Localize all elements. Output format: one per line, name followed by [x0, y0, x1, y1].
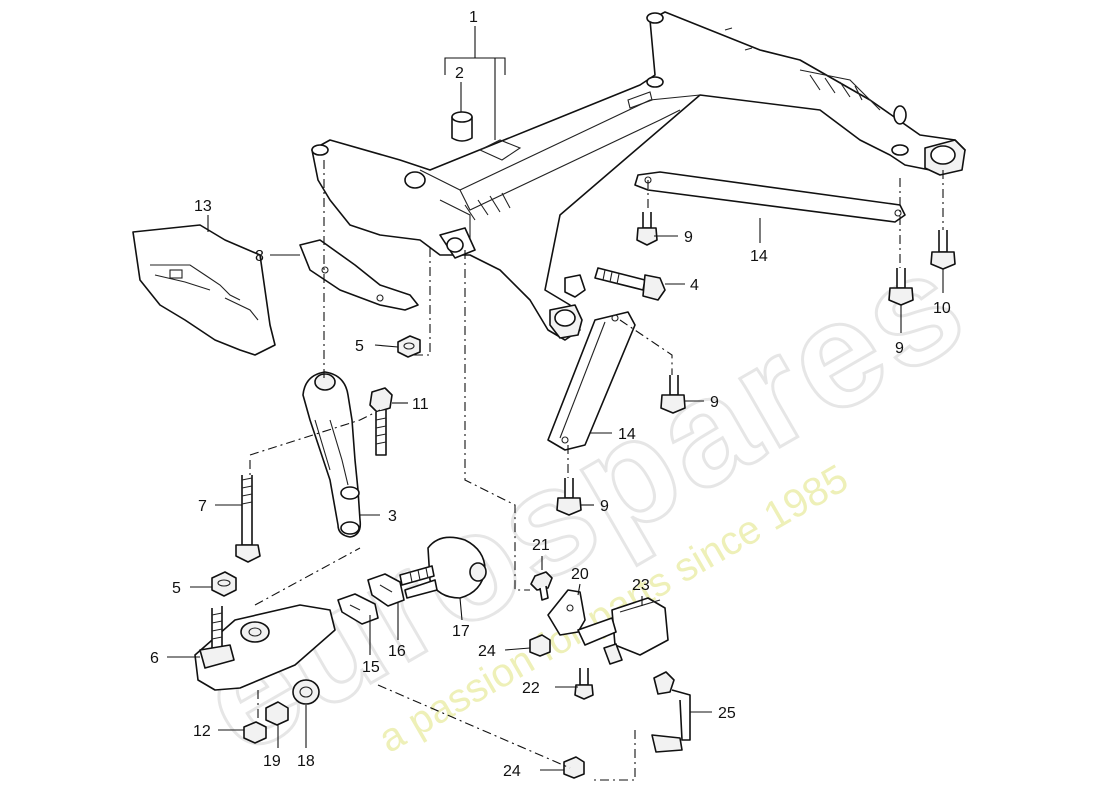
assembly-lines	[249, 160, 944, 781]
level-sensor-part-23	[577, 597, 669, 665]
callout-25: 25	[718, 705, 736, 722]
nut-part-24-lower	[563, 756, 585, 779]
bushing-part-2	[451, 111, 473, 142]
callout-17: 17	[452, 623, 470, 640]
rubber-mount-part-17	[399, 536, 487, 599]
callout-5-lower: 5	[172, 580, 181, 597]
callout-3: 3	[388, 508, 397, 525]
callout-12: 12	[193, 723, 211, 740]
washer-part-18	[292, 679, 320, 705]
callout-23: 23	[632, 577, 650, 594]
callout-19: 19	[263, 753, 281, 770]
bolt-part-7	[235, 475, 261, 563]
bolt-part-9-a	[636, 212, 658, 246]
callout-9-c: 9	[600, 498, 609, 515]
bolt-part-9-c	[556, 478, 582, 516]
callout-20: 20	[571, 566, 589, 583]
pin-bracket	[564, 274, 586, 298]
reinforcement-plate-part-14-top	[634, 171, 906, 223]
callout-16: 16	[388, 643, 406, 660]
callout-22: 22	[522, 680, 540, 697]
callout-9-b: 9	[710, 394, 719, 411]
bolt-part-4	[594, 267, 666, 301]
bolt-part-21	[530, 571, 553, 601]
leader-lines	[167, 26, 944, 771]
bracket-part-8	[299, 239, 419, 311]
callout-18: 18	[297, 753, 315, 770]
nut-part-24-upper	[529, 634, 551, 657]
bracket-part-20	[547, 589, 586, 636]
callout-14-top: 14	[750, 248, 768, 265]
callout-4: 4	[690, 277, 699, 294]
callout-2: 2	[455, 65, 464, 82]
nut-part-12	[243, 721, 267, 744]
nut-part-5-upper	[397, 335, 421, 358]
watermark: eurospares a passion for parts since 198…	[172, 214, 994, 787]
bolt-part-10	[930, 230, 956, 270]
nut-part-19	[265, 701, 289, 726]
callout-24-upper: 24	[478, 643, 496, 660]
callout-5-upper: 5	[355, 338, 364, 355]
callout-9-d: 9	[895, 340, 904, 357]
callout-8: 8	[255, 248, 264, 265]
callout-24-lower: 24	[503, 763, 521, 780]
callout-10: 10	[933, 300, 951, 317]
bolt-part-11	[369, 387, 393, 456]
callout-7: 7	[198, 498, 207, 515]
callouts: 1 2 3 4 5 5 6 7 8 9 9 9 9 10 11 12 13 14…	[150, 9, 951, 780]
engine-mount-arm-part-3	[302, 371, 362, 538]
callout-6: 6	[150, 650, 159, 667]
reinforcement-plate-part-14-bottom	[547, 311, 636, 451]
callout-1: 1	[469, 9, 478, 26]
mount-bracket-part-6	[194, 604, 336, 691]
link-rod-part-25	[651, 671, 691, 753]
shim-part-16	[367, 573, 405, 607]
heat-shield-part-13	[132, 224, 276, 356]
bolt-part-9-d	[888, 268, 914, 306]
callout-21: 21	[532, 537, 550, 554]
bolt-part-9-b	[660, 375, 686, 414]
rear-axle-crossmember	[311, 11, 966, 341]
nut-part-5-lower	[211, 571, 237, 597]
callout-9-a: 9	[684, 229, 693, 246]
callout-14-bottom: 14	[618, 426, 636, 443]
bolt-part-22	[574, 668, 594, 700]
callout-13: 13	[194, 198, 212, 215]
callout-15: 15	[362, 659, 380, 676]
callout-11: 11	[412, 396, 429, 413]
shim-part-15	[337, 593, 379, 625]
